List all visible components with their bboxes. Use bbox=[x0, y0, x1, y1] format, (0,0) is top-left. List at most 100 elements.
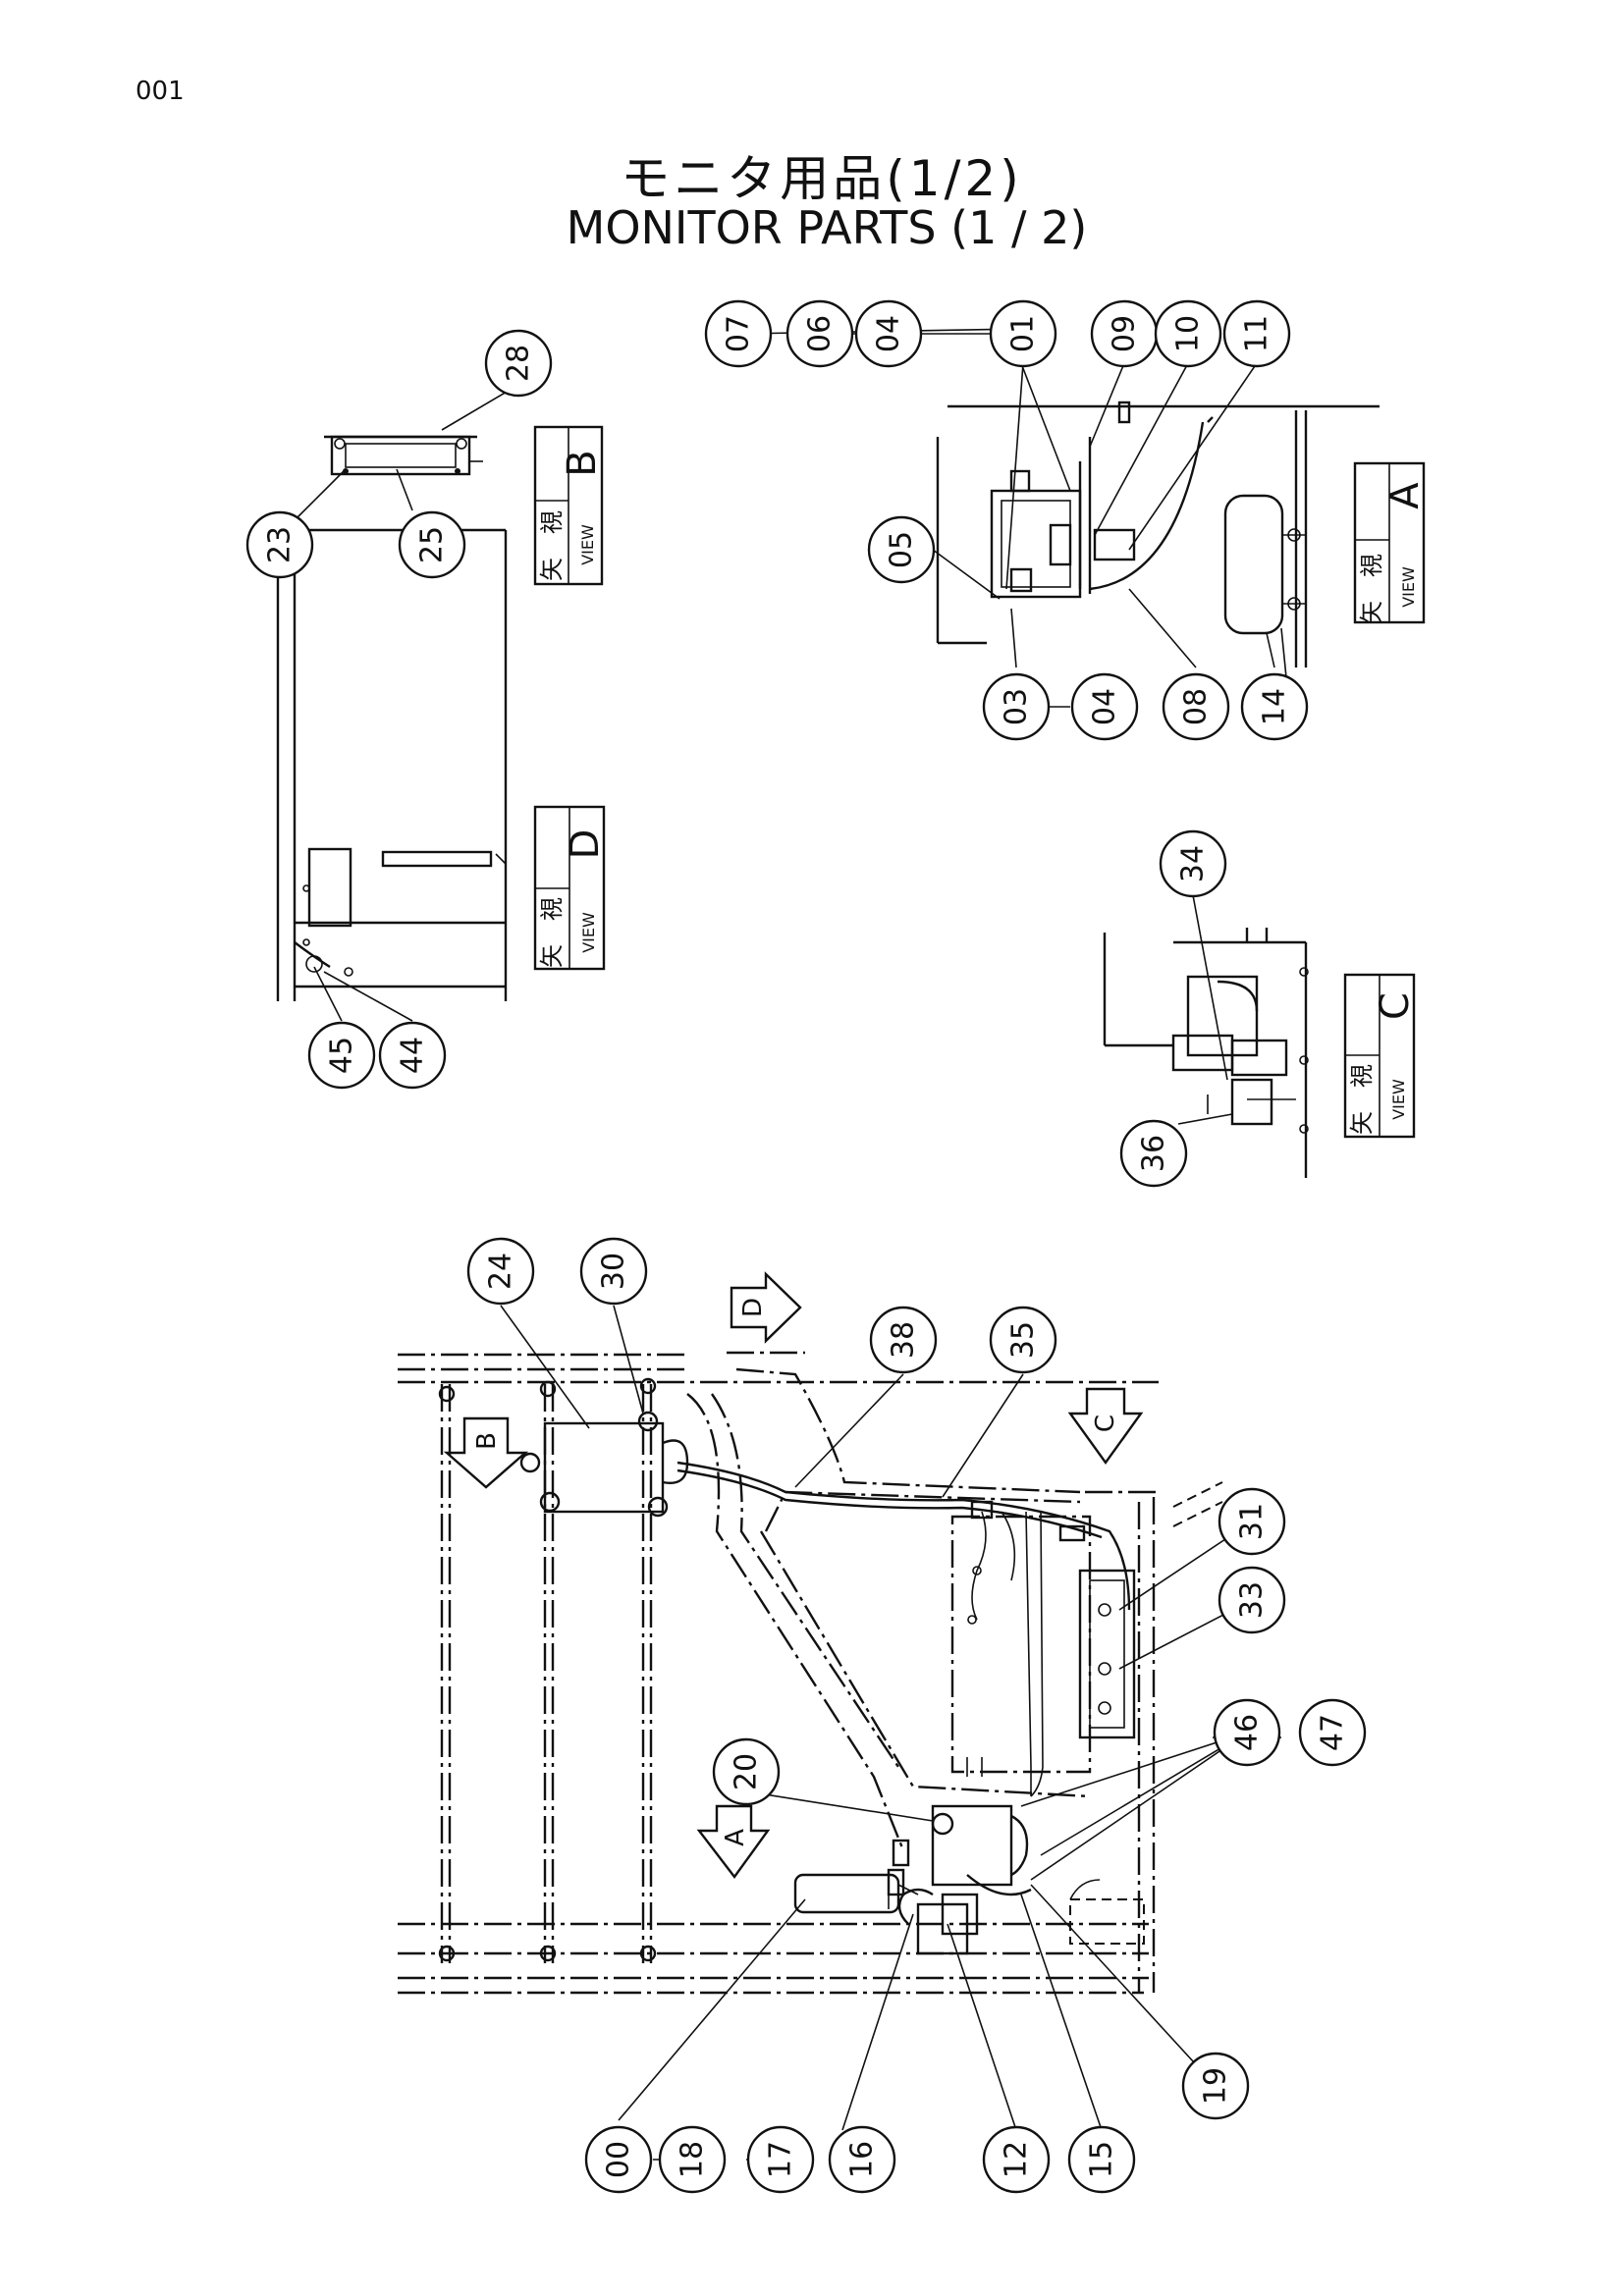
svg-text:B: B bbox=[560, 450, 605, 476]
callout-44: 44 bbox=[378, 1021, 447, 1090]
callout-number: 34 bbox=[1176, 845, 1211, 882]
callout-circle bbox=[982, 672, 1051, 741]
callout-number: 18 bbox=[676, 2141, 710, 2178]
callout-number: 35 bbox=[1006, 1321, 1041, 1359]
view-b-label: 矢 視 VIEW B bbox=[533, 425, 605, 586]
callout-number: 12 bbox=[1000, 2141, 1034, 2178]
callout-28: 28 bbox=[484, 329, 553, 398]
callout-number: 00 bbox=[602, 2141, 636, 2178]
callout-number: 33 bbox=[1235, 1581, 1270, 1619]
callout-circle bbox=[989, 299, 1057, 368]
callout-36: 36 bbox=[1119, 1119, 1188, 1188]
callout-circle bbox=[1213, 1698, 1281, 1767]
callout-number: 03 bbox=[1000, 688, 1034, 725]
callout-number: 38 bbox=[887, 1321, 921, 1359]
callout-number: 14 bbox=[1258, 688, 1292, 725]
callout-number: 44 bbox=[396, 1037, 430, 1074]
callout-16: 16 bbox=[828, 2125, 896, 2194]
view-a-label: 矢 視 VIEW A bbox=[1353, 461, 1428, 624]
callout-35: 35 bbox=[989, 1306, 1057, 1374]
callout-08: 08 bbox=[1162, 672, 1230, 741]
callout-01: 01 bbox=[989, 299, 1057, 368]
callout-circle bbox=[466, 1237, 535, 1306]
callout-number: 19 bbox=[1199, 2067, 1233, 2105]
callout-20: 20 bbox=[712, 1737, 781, 1806]
callout-number: 15 bbox=[1085, 2141, 1119, 2178]
callout-number: 09 bbox=[1108, 315, 1142, 352]
callout-number: 04 bbox=[1088, 688, 1122, 725]
callout-number: 05 bbox=[885, 531, 919, 568]
callout-number: 23 bbox=[263, 526, 298, 563]
callout-circle bbox=[1067, 2125, 1136, 2194]
svg-text:VIEW: VIEW bbox=[1399, 566, 1418, 608]
view-a-detail bbox=[936, 400, 1380, 678]
main-assembly bbox=[398, 1351, 1223, 1995]
callout-circle bbox=[1218, 1566, 1286, 1634]
callout-25: 25 bbox=[398, 510, 466, 579]
callout-38: 38 bbox=[869, 1306, 938, 1374]
view-d-detail bbox=[276, 515, 508, 1001]
callout-45: 45 bbox=[307, 1021, 376, 1090]
callout-circle bbox=[989, 1306, 1057, 1374]
callout-number: 04 bbox=[872, 315, 906, 352]
callout-31: 31 bbox=[1218, 1487, 1286, 1556]
callout-05: 05 bbox=[867, 515, 936, 584]
view-arrow-c: C bbox=[1067, 1387, 1144, 1466]
callout-04: 04 bbox=[854, 299, 923, 368]
view-c-label: 矢 視 VIEW C bbox=[1343, 973, 1418, 1139]
callout-number: 28 bbox=[502, 345, 536, 382]
callout-number: 30 bbox=[597, 1253, 631, 1290]
callout-circle bbox=[584, 2125, 653, 2194]
callout-circle bbox=[1162, 672, 1230, 741]
callout-circle bbox=[785, 299, 854, 368]
callout-circle bbox=[484, 329, 553, 398]
callout-circle bbox=[867, 515, 936, 584]
leader-lines bbox=[313, 328, 1281, 2161]
title-english: MONITOR PARTS (1 / 2) bbox=[566, 201, 1088, 254]
callout-07: 07 bbox=[704, 299, 773, 368]
callout-33: 33 bbox=[1218, 1566, 1286, 1634]
svg-text:矢 視: 矢 視 bbox=[538, 510, 566, 581]
svg-text:VIEW: VIEW bbox=[579, 912, 598, 953]
view-c-detail bbox=[1103, 928, 1309, 1178]
svg-text:C: C bbox=[1091, 1415, 1120, 1432]
callout-number: 08 bbox=[1179, 688, 1214, 725]
callout-circle bbox=[1218, 1487, 1286, 1556]
callout-circle bbox=[869, 1306, 938, 1374]
callout-number: 25 bbox=[415, 526, 450, 563]
callout-17: 17 bbox=[746, 2125, 815, 2194]
callout-number: 36 bbox=[1137, 1135, 1171, 1172]
callout-15: 15 bbox=[1067, 2125, 1136, 2194]
callout-number: 17 bbox=[764, 2141, 798, 2178]
callout-circle bbox=[1070, 672, 1139, 741]
callout-23: 23 bbox=[245, 510, 314, 579]
callout-10: 10 bbox=[1154, 299, 1222, 368]
callout-number: 45 bbox=[325, 1037, 359, 1074]
callout-circle bbox=[1298, 1698, 1367, 1767]
callout-47: 47 bbox=[1298, 1698, 1367, 1767]
callout-04: 04 bbox=[1070, 672, 1139, 741]
svg-text:D: D bbox=[563, 829, 608, 860]
view-arrow-b: B bbox=[443, 1416, 529, 1489]
callout-circle bbox=[1159, 829, 1227, 898]
callout-circle bbox=[378, 1021, 447, 1090]
callout-number: 11 bbox=[1240, 315, 1274, 352]
callout-12: 12 bbox=[982, 2125, 1051, 2194]
callout-circle bbox=[398, 510, 466, 579]
callout-06: 06 bbox=[785, 299, 854, 368]
callout-24: 24 bbox=[466, 1237, 535, 1306]
callout-circle bbox=[1222, 299, 1291, 368]
view-arrow-d: D bbox=[730, 1271, 802, 1344]
callout-00: 00 bbox=[584, 2125, 653, 2194]
callout-18: 18 bbox=[658, 2125, 727, 2194]
callout-number: 16 bbox=[845, 2141, 880, 2178]
callout-03: 03 bbox=[982, 672, 1051, 741]
callout-number: 24 bbox=[484, 1253, 518, 1290]
svg-text:A: A bbox=[1382, 482, 1428, 509]
callout-11: 11 bbox=[1222, 299, 1291, 368]
callout-circle bbox=[982, 2125, 1051, 2194]
title-japanese: モニタ用品(1/2) bbox=[621, 150, 1023, 207]
svg-text:矢 視: 矢 視 bbox=[1358, 554, 1385, 624]
